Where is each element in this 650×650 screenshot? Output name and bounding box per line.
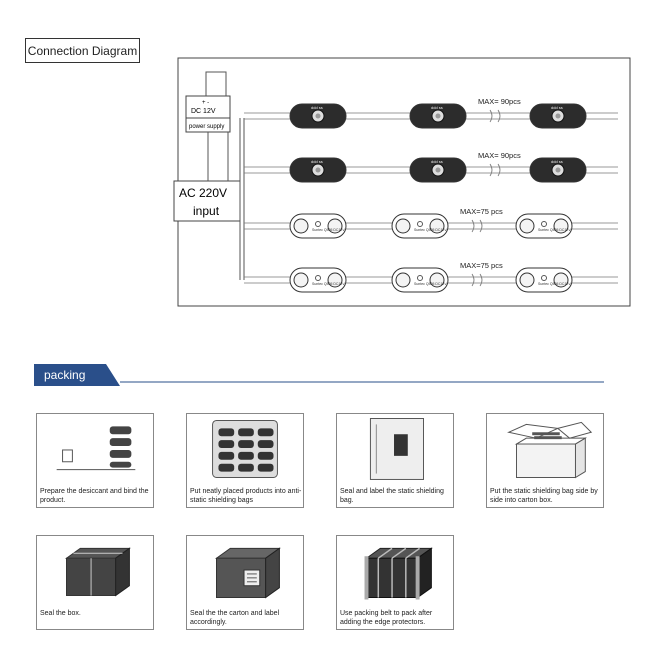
packing-header: packing [34, 364, 604, 386]
sealed-labelled-bag-image [369, 418, 424, 480]
labelled-carton-image [214, 547, 281, 599]
led-module-text: ddd ss [551, 159, 563, 164]
max-count-label: MAX=75 pcs [460, 207, 503, 216]
packing-step-3-caption: Seal and label the static shielding bag. [340, 488, 444, 504]
led-module: ddd ss [409, 103, 467, 129]
ac-input-box: AC 220V input [173, 180, 241, 222]
led-strip-row: ddd ss ddd ss ddd ss MAX= 90pcs [244, 151, 618, 183]
packing-step-1-caption: Prepare the desiccant and bind the produ… [40, 488, 149, 504]
belted-box-with-edge-protectors-image [364, 547, 433, 600]
led-strip-row: Suntec Q505 DC12V Suntec Q505 DC12V Suntec… [244, 261, 618, 293]
led-module: Suntec Q505 DC12V [515, 267, 573, 293]
led-strip-row: ddd ss ddd ss ddd ss MAX= 90pcs [244, 97, 618, 129]
led-module: Suntec Q505 DC12V [289, 213, 347, 239]
led-module: ddd ss [289, 103, 347, 129]
led-module-text: Suntec Q505 DC12V [312, 228, 345, 232]
connection-diagram-title: Connection Diagram [25, 38, 140, 63]
led-module: Suntec Q505 DC12V [515, 213, 573, 239]
led-module-text: ddd ss [431, 159, 443, 164]
led-module: ddd ss [409, 157, 467, 183]
supply-wiring [205, 71, 245, 280]
packing-step-3: Seal and label the static shielding bag. [336, 413, 454, 508]
packing-step-1: Prepare the desiccant and bind the produ… [36, 413, 154, 508]
packing-step-4-caption: Put the static shielding bag side by sid… [490, 488, 598, 504]
packing-step-6: Seal the the carton and label accordingl… [186, 535, 304, 630]
ac-input-line1: AC 220V [179, 186, 227, 200]
power-label: power supply [189, 124, 224, 130]
max-count-label: MAX=75 pcs [460, 261, 503, 270]
led-module: ddd ss [289, 157, 347, 183]
led-module: Suntec Q505 DC12V [289, 267, 347, 293]
power-supply-box: + - DC 12V power supply [185, 95, 231, 133]
packing-step-2: Put neatly placed products into anti-sta… [186, 413, 304, 508]
packing-step-5: Seal the box. [36, 535, 154, 630]
packing-step-7: Use packing belt to pack after adding th… [336, 535, 454, 630]
packing-rule [106, 364, 604, 386]
power-polarity: + - [202, 100, 209, 106]
bags-in-carton-image [507, 421, 593, 479]
led-module: ddd ss [529, 103, 587, 129]
max-count-label: MAX= 90pcs [478, 97, 521, 106]
ac-input-line2: input [193, 204, 220, 218]
led-module: Suntec Q505 DC12V [391, 267, 449, 293]
led-strip-row: Suntec Q505 DC12V Suntec Q505 DC12V Suntec… [244, 207, 618, 239]
led-module-text: Suntec Q505 DC12V [312, 282, 345, 286]
led-module-text: Suntec Q505 DC12V [414, 228, 447, 232]
led-module: Suntec Q505 DC12V [391, 213, 449, 239]
packing-step-4: Put the static shielding bag side by sid… [486, 413, 604, 508]
packing-step-2-caption: Put neatly placed products into anti-sta… [190, 488, 302, 504]
packing-step-6-caption: Seal the the carton and label accordingl… [190, 610, 280, 626]
led-module-text: ddd ss [311, 159, 323, 164]
shielding-bag-with-products-image [212, 419, 278, 478]
max-count-label: MAX= 90pcs [478, 151, 521, 160]
packing-step-5-caption: Seal the box. [40, 610, 81, 617]
power-voltage: DC 12V [191, 108, 216, 115]
desiccant-and-bound-product-image [56, 426, 136, 471]
sealed-box-image [64, 547, 131, 597]
led-module-text: Suntec Q505 DC12V [538, 282, 571, 286]
led-module-text: ddd ss [311, 105, 323, 110]
connection-diagram: + - DC 12V power supply AC 220V input dd… [173, 57, 631, 307]
led-module: ddd ss [529, 157, 587, 183]
led-module-text: Suntec Q505 DC12V [414, 282, 447, 286]
led-module-text: ddd ss [551, 105, 563, 110]
led-module-text: Suntec Q505 DC12V [538, 228, 571, 232]
packing-title: packing [34, 364, 106, 386]
led-module-text: ddd ss [431, 105, 443, 110]
packing-step-7-caption: Use packing belt to pack after adding th… [340, 610, 433, 626]
